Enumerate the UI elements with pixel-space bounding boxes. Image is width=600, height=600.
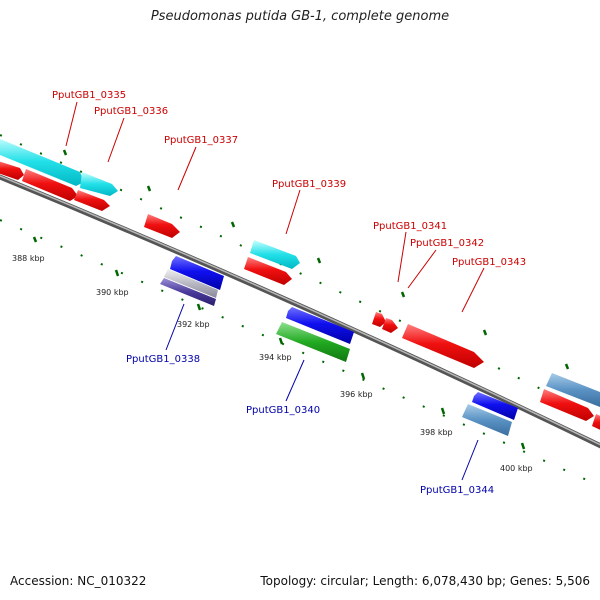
gene-0336-feature[interactable] xyxy=(80,172,118,196)
gene-red-outer-1[interactable] xyxy=(0,160,24,180)
gene-grey-inner[interactable] xyxy=(164,269,218,298)
label-gene-0335[interactable]: PputGB1_0335 xyxy=(52,90,126,101)
genome-backbone xyxy=(0,174,600,449)
label-gene-0339[interactable]: PputGB1_0339 xyxy=(272,179,346,190)
accession-label: Accession: NC_010322 xyxy=(10,574,147,588)
label-gene-0338[interactable]: PputGB1_0338 xyxy=(126,354,200,365)
gene-red-outer-3[interactable] xyxy=(74,190,110,211)
label-gene-0336[interactable]: PputGB1_0336 xyxy=(94,106,168,117)
map-title: Pseudomonas putida GB-1, complete genome xyxy=(150,9,450,24)
label-gene-0341[interactable]: PputGB1_0341 xyxy=(373,221,447,232)
gene-0339-feature[interactable] xyxy=(250,240,300,269)
label-leaders xyxy=(65,101,485,481)
scale-label-400: 400 kbp xyxy=(500,464,533,473)
gene-0342-feature[interactable] xyxy=(382,318,398,333)
scale-ticks xyxy=(32,236,526,450)
leader-0335 xyxy=(65,101,78,147)
label-gene-0337[interactable]: PputGB1_0337 xyxy=(164,135,238,146)
gene-blue-inner-2[interactable] xyxy=(286,307,354,344)
leader-0339 xyxy=(285,189,301,235)
label-gene-0340[interactable]: PputGB1_0340 xyxy=(246,405,320,416)
scale-label-392: 392 kbp xyxy=(177,320,210,329)
gene-red-outer-2[interactable] xyxy=(22,169,78,201)
scale-label-396: 396 kbp xyxy=(340,390,373,399)
leader-0336 xyxy=(107,117,125,163)
leader-0342 xyxy=(407,249,437,289)
scale-label-388: 388 kbp xyxy=(12,254,45,263)
gene-0341-feature[interactable] xyxy=(372,312,386,327)
gene-steel-outer-1[interactable] xyxy=(546,373,600,407)
outer-tick-track xyxy=(0,134,600,419)
gene-0340-feature[interactable] xyxy=(276,322,350,362)
leader-0338 xyxy=(165,303,185,351)
gene-0343-feature[interactable] xyxy=(402,324,484,368)
gene-0337-feature[interactable] xyxy=(144,214,180,238)
leader-0340 xyxy=(285,359,305,402)
gene-0335-feature[interactable] xyxy=(0,137,84,186)
outer-ticks xyxy=(62,149,570,370)
leader-0337 xyxy=(177,146,197,191)
label-gene-0344[interactable]: PputGB1_0344 xyxy=(420,485,494,496)
label-gene-0343[interactable]: PputGB1_0343 xyxy=(452,257,526,268)
gene-0338-feature[interactable] xyxy=(160,278,216,306)
gene-blue-inner-1[interactable] xyxy=(170,256,224,290)
gene-red-outer-6[interactable] xyxy=(592,414,600,432)
leader-0341 xyxy=(397,231,407,283)
genome-summary: Topology: circular; Length: 6,078,430 bp… xyxy=(260,574,590,588)
leader-0344 xyxy=(461,439,479,481)
gene-0344-feature[interactable] xyxy=(462,404,512,436)
genome-backbone-highlight xyxy=(0,175,600,446)
label-gene-0342[interactable]: PputGB1_0342 xyxy=(410,238,484,249)
gene-red-outer-5[interactable] xyxy=(540,389,594,421)
gene-red-outer-4[interactable] xyxy=(244,257,292,285)
scale-label-390: 390 kbp xyxy=(96,288,129,297)
scale-label-394: 394 kbp xyxy=(259,353,292,362)
leader-0343 xyxy=(461,267,485,313)
scale-label-398: 398 kbp xyxy=(420,428,453,437)
gene-blue-inner-3[interactable] xyxy=(472,392,518,420)
